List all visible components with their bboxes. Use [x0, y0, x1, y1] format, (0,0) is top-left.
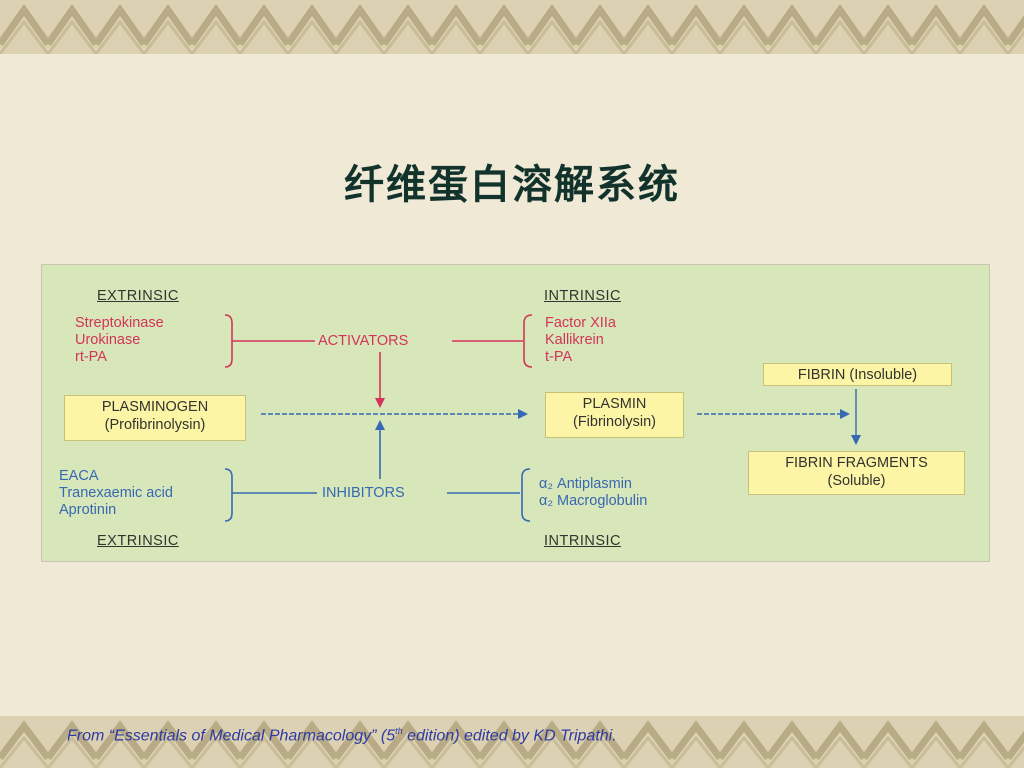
inhibitor-item: Tranexaemic acid — [59, 485, 173, 502]
intrinsic-header-bottom: INTRINSIC — [544, 533, 621, 550]
activator-item: Factor XIIa — [545, 315, 616, 332]
activator-item: Urokinase — [75, 332, 164, 349]
extrinsic-inhibitors-list: EACA Tranexaemic acid Aprotinin — [59, 468, 173, 519]
plasmin-name: PLASMIN — [546, 395, 683, 413]
plasminogen-alias: (Profibrinolysin) — [65, 416, 245, 434]
activator-item: rt-PA — [75, 349, 164, 366]
activator-item: Kallikrein — [545, 332, 616, 349]
fibrin-fragments-box: FIBRIN FRAGMENTS (Soluble) — [748, 451, 965, 495]
plasminogen-name: PLASMINOGEN — [65, 398, 245, 416]
inhibitor-item: Aprotinin — [59, 502, 173, 519]
activators-label: ACTIVATORS — [318, 333, 408, 350]
extrinsic-header-top: EXTRINSIC — [97, 288, 179, 305]
plasmin-alias: (Fibrinolysin) — [546, 413, 683, 431]
citation-suffix: edition) edited by KD Tripathi. — [403, 727, 617, 744]
citation-superscript: th — [395, 726, 403, 736]
extrinsic-activators-list: Streptokinase Urokinase rt-PA — [75, 315, 164, 366]
fibrin-label: FIBRIN (Insoluble) — [764, 366, 951, 384]
activator-item: t-PA — [545, 349, 616, 366]
intrinsic-header-top: INTRINSIC — [544, 288, 621, 305]
activator-item: Streptokinase — [75, 315, 164, 332]
extrinsic-activators-bracket — [225, 315, 232, 367]
plasminogen-box: PLASMINOGEN (Profibrinolysin) — [64, 395, 246, 441]
fibrin-box: FIBRIN (Insoluble) — [763, 363, 952, 386]
extrinsic-header-bottom: EXTRINSIC — [97, 533, 179, 550]
intrinsic-activators-bracket — [524, 315, 532, 367]
plasmin-box: PLASMIN (Fibrinolysin) — [545, 392, 684, 438]
fibrin-fragments-note: (Soluble) — [749, 472, 964, 490]
intrinsic-activators-list: Factor XIIa Kallikrein t-PA — [545, 315, 616, 366]
intrinsic-inhibitors-bracket — [522, 469, 530, 521]
inhibitor-item: α₂ Antiplasmin — [539, 476, 647, 493]
intrinsic-inhibitors-list: α₂ Antiplasmin α₂ Macroglobulin — [539, 476, 647, 510]
slide-title: 纤维蛋白溶解系统 — [0, 152, 1024, 210]
extrinsic-inhibitors-bracket — [225, 469, 232, 521]
fibrinolytic-system-diagram: EXTRINSIC INTRINSIC Streptokinase Urokin… — [41, 264, 990, 562]
inhibitor-item: EACA — [59, 468, 173, 485]
citation-prefix: From “Essentials of Medical Pharmacology… — [67, 727, 395, 744]
fibrin-fragments-name: FIBRIN FRAGMENTS — [749, 454, 964, 472]
inhibitors-label: INHIBITORS — [322, 485, 405, 502]
decorative-top-border — [0, 0, 1024, 54]
citation: From “Essentials of Medical Pharmacology… — [67, 726, 617, 745]
inhibitor-item: α₂ Macroglobulin — [539, 493, 647, 510]
